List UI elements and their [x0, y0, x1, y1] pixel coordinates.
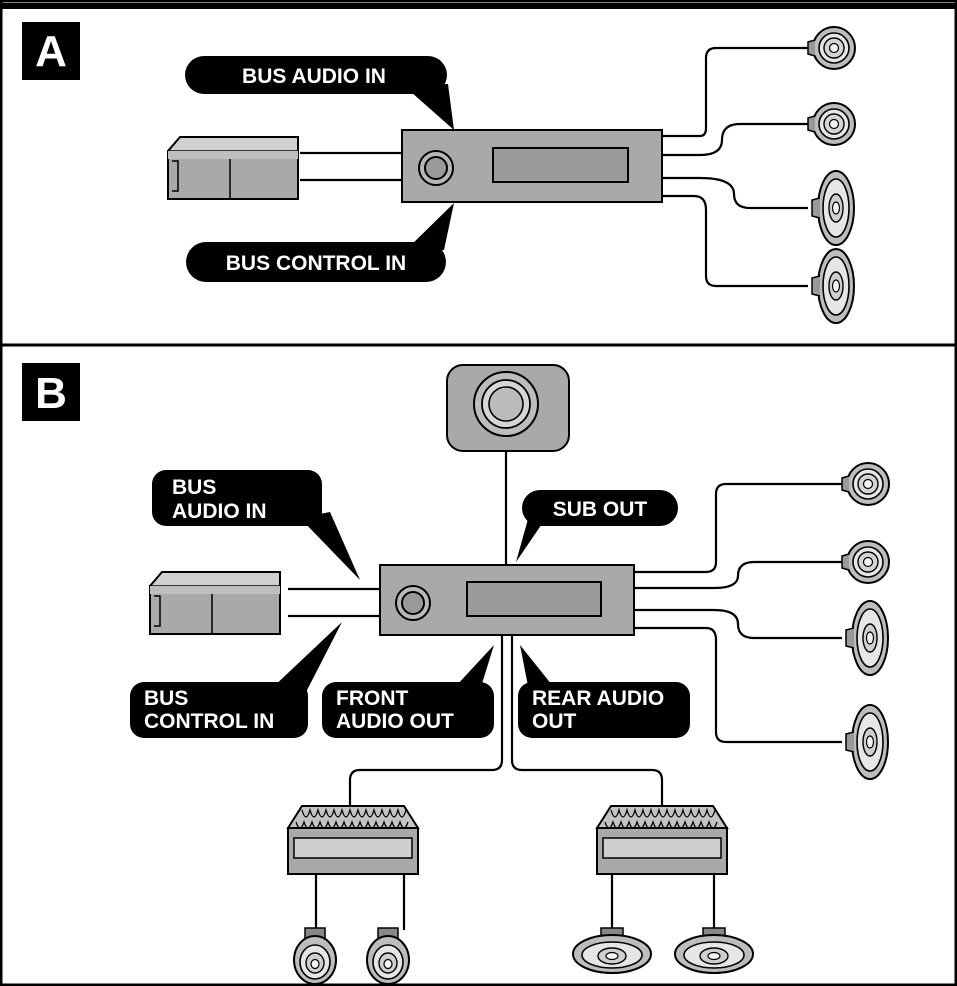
svg-text:AUDIO OUT: AUDIO OUT — [336, 710, 454, 733]
panel-a-badge — [22, 22, 80, 80]
panel-b-badge — [22, 363, 80, 421]
oval-speaker-icon — [811, 248, 855, 324]
svg-text:BUS: BUS — [172, 476, 216, 499]
label-bus-audio-in: BUS AUDIO IN — [185, 56, 454, 130]
wire-b-1 — [634, 482, 842, 574]
panel-a-letter: A — [35, 27, 67, 76]
wire-a-3 — [662, 176, 808, 210]
wire-b-3 — [634, 608, 842, 640]
cd-changer-icon — [167, 136, 299, 200]
svg-text:REAR AUDIO: REAR AUDIO — [532, 687, 664, 710]
label-bus-control-in-b: BUS CONTROL IN — [130, 622, 342, 738]
amplifier-icon — [596, 805, 728, 875]
head-unit-icon — [379, 564, 635, 636]
label-rear-audio-out: REAR AUDIO OUT — [518, 645, 690, 738]
wire-a-4 — [662, 194, 808, 288]
panel-b: B BUS AUDIO IN SUB OUT BUS CONTROL IN — [22, 363, 890, 985]
label-bus-control-in: BUS CONTROL IN — [186, 203, 454, 282]
panel-a: A BUS AUDIO IN BUS CONTROL IN — [22, 22, 856, 324]
svg-text:FRONT: FRONT — [336, 687, 408, 710]
tweeter-icon — [293, 927, 337, 985]
svg-text:CONTROL IN: CONTROL IN — [144, 710, 274, 733]
svg-text:BUS CONTROL IN: BUS CONTROL IN — [226, 252, 406, 275]
oval-speaker-icon — [572, 927, 652, 974]
label-front-audio-out: FRONT AUDIO OUT — [322, 645, 494, 738]
oval-speaker-icon — [674, 927, 754, 974]
oval-speaker-icon — [845, 600, 889, 676]
svg-text:SUB OUT: SUB OUT — [553, 498, 648, 521]
tweeter-icon — [366, 927, 410, 985]
head-unit-icon — [401, 129, 663, 203]
panel-b-letter: B — [35, 369, 67, 418]
bus-cable-b — [288, 587, 380, 618]
tweeter-icon — [807, 26, 856, 70]
svg-text:BUS AUDIO IN: BUS AUDIO IN — [242, 65, 386, 88]
cd-changer-icon — [149, 571, 281, 635]
tweeter-icon — [807, 102, 856, 146]
svg-text:AUDIO IN: AUDIO IN — [172, 500, 267, 523]
wire-a-2 — [662, 122, 808, 157]
subwoofer-icon — [446, 364, 570, 452]
wire-b-2 — [634, 560, 842, 590]
front-amp-wires — [314, 874, 406, 930]
amplifier-icon — [287, 805, 419, 875]
wire-b-4 — [634, 626, 842, 744]
label-sub-out: SUB OUT — [516, 490, 678, 562]
oval-speaker-icon — [845, 704, 889, 780]
oval-speaker-icon — [811, 170, 855, 246]
rear-amp-wires — [610, 874, 716, 928]
svg-text:BUS: BUS — [144, 687, 188, 710]
label-bus-audio-in-b: BUS AUDIO IN — [152, 470, 360, 580]
rear-out-wire — [510, 635, 664, 808]
front-out-wire — [348, 635, 504, 808]
tweeter-icon — [841, 540, 890, 584]
svg-text:OUT: OUT — [532, 710, 577, 733]
wire-a-1 — [662, 46, 808, 138]
bus-cable-a — [300, 151, 402, 182]
tweeter-icon — [841, 462, 890, 506]
